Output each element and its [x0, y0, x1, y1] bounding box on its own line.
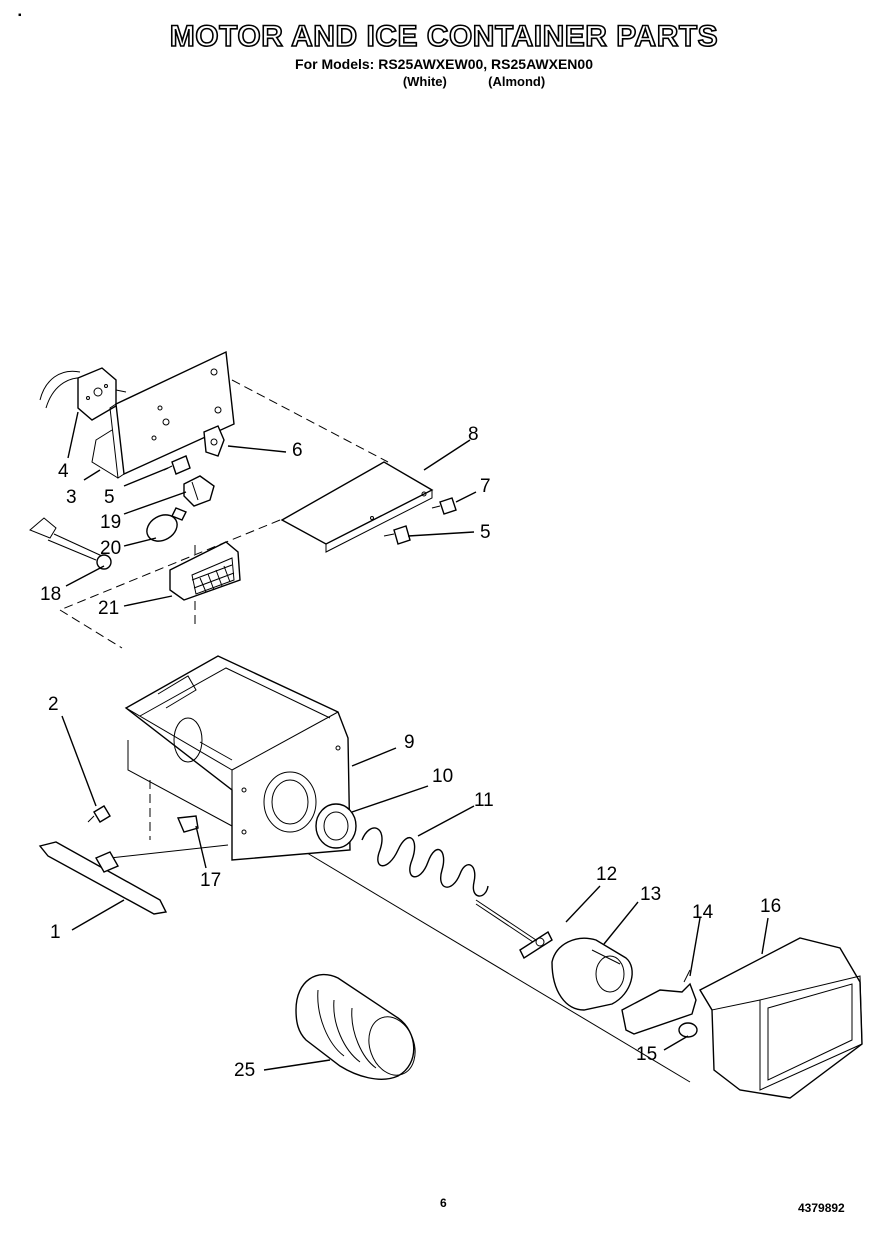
- callout-25: 25: [234, 1060, 255, 1081]
- corner-mark: ▪: [18, 10, 22, 21]
- callout-5-upper: 5: [104, 487, 115, 508]
- callout-13: 13: [640, 884, 661, 905]
- callout-19: 19: [100, 512, 121, 533]
- bearing-bracket-part: [38, 841, 168, 915]
- cam-part: [551, 937, 633, 1011]
- callout-10: 10: [432, 766, 453, 787]
- callout-9: 9: [404, 732, 415, 753]
- cover-panel-part: [280, 461, 434, 553]
- callout-14: 14: [692, 902, 714, 923]
- document-number: 4379892: [798, 1201, 845, 1215]
- motor-mounting-plate-part: [91, 350, 235, 479]
- gear-bracket-part: [621, 969, 697, 1035]
- ice-crusher-bushing-part: [295, 973, 416, 1080]
- screw-17: [176, 815, 199, 833]
- callout-4: 4: [58, 461, 69, 482]
- light-bulb-part: [146, 507, 187, 542]
- screw-5-upper: [163, 455, 191, 475]
- callout-8: 8: [468, 424, 479, 445]
- callout-5-lower: 5: [480, 522, 491, 543]
- callout-7: 7: [480, 476, 491, 497]
- callout-17: 17: [200, 870, 221, 891]
- collar-part: [519, 930, 553, 960]
- callout-numbers: 4 3 5 6 8 7 5 19 20 18 21 2 9 10 11 17 1…: [40, 424, 781, 1081]
- callout-3: 3: [66, 487, 77, 508]
- callout-16: 16: [760, 896, 781, 917]
- screw-2: [87, 805, 111, 823]
- front-housing-part: [699, 937, 863, 1099]
- callout-20: 20: [100, 538, 121, 559]
- color-almond-label: (Almond): [488, 74, 546, 89]
- callout-18: 18: [40, 584, 61, 605]
- ice-container-part: [124, 655, 351, 861]
- screw-5-lower: [383, 525, 411, 545]
- nut-part: [678, 1022, 698, 1038]
- callout-15: 15: [636, 1044, 657, 1065]
- callout-12: 12: [596, 864, 617, 885]
- auger-spring-part: [361, 827, 537, 945]
- lamp-socket-part: [183, 475, 215, 507]
- screw-7: [431, 497, 457, 515]
- wire-harness-part: [29, 517, 112, 570]
- color-line: (White) (Almond): [0, 74, 888, 89]
- light-shield-part: [169, 541, 241, 601]
- bracket-part: [203, 425, 225, 457]
- page-title: MOTOR AND ICE CONTAINER PARTS: [169, 19, 719, 54]
- bushing-part: [315, 803, 357, 849]
- callout-6: 6: [292, 440, 303, 461]
- callout-1: 1: [50, 922, 61, 943]
- callout-2: 2: [48, 694, 59, 715]
- leader-lines: [61, 411, 769, 1071]
- models-line: For Models: RS25AWXEW00, RS25AWXEN00: [295, 56, 593, 72]
- callout-21: 21: [98, 598, 119, 619]
- callout-11: 11: [474, 790, 494, 811]
- alignment-lines: [59, 379, 691, 1083]
- drive-motor-part: [39, 367, 127, 421]
- color-white-label: (White): [402, 74, 447, 89]
- page-number: 6: [440, 1196, 447, 1210]
